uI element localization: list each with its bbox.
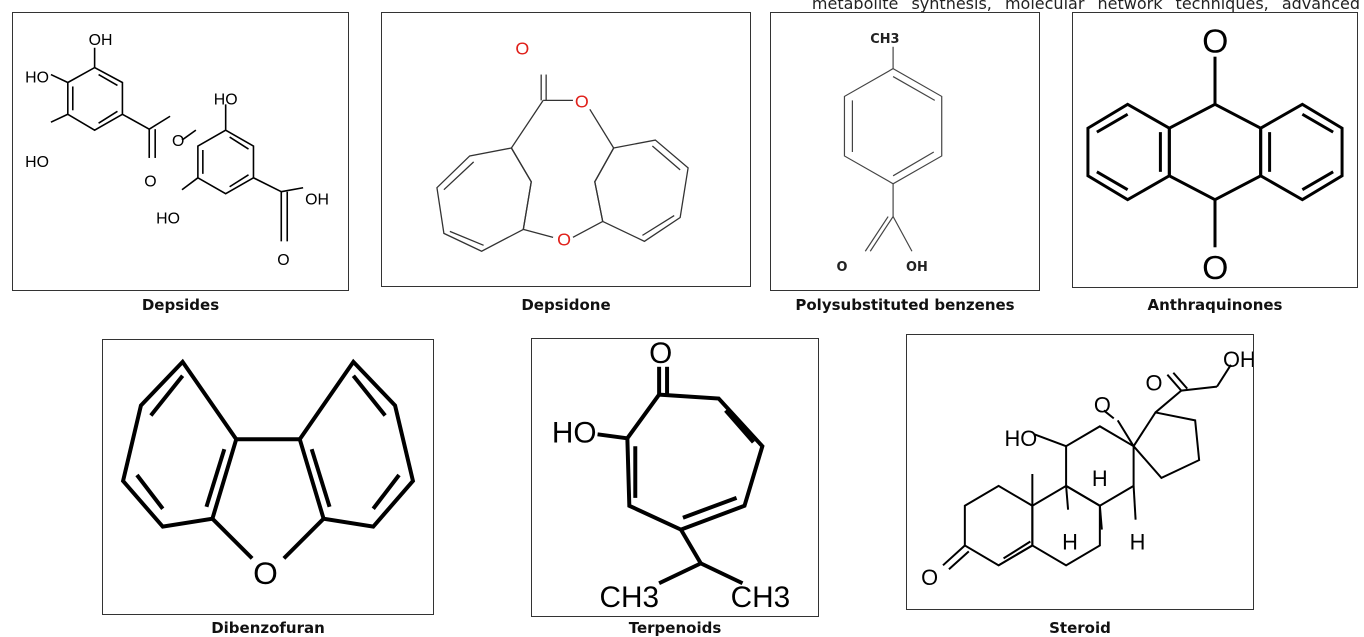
panel-polysubstituted-benzenes: CH3 O OH	[770, 12, 1040, 291]
anthraquinone-structure: O O	[1086, 23, 1344, 287]
atom-o-bottom: O	[1202, 249, 1228, 287]
atom-oh-top: OH	[89, 32, 113, 49]
atom-o-ring: O	[575, 91, 589, 111]
caption-dibenzofuran: Dibenzofuran	[211, 619, 325, 637]
panel-anthraquinones: O O	[1072, 12, 1358, 288]
atom-ho-bottom: HO	[156, 210, 180, 227]
atom-o-ether: O	[557, 229, 571, 249]
atom-o: O	[649, 339, 672, 370]
atom-oh: OH	[1223, 347, 1253, 372]
caption-depsidone: Depsidone	[521, 296, 611, 314]
atom-o-carbonyl: O	[515, 39, 529, 59]
atom-oh-acid: OH	[305, 192, 329, 209]
atom-o-aldehyde: O	[1094, 392, 1111, 417]
depsides-structure: OH HO HO HO O O HO OH O	[25, 32, 329, 269]
header-text: metabolite synthesis, molecular network …	[811, 0, 1360, 13]
atom-o: O	[837, 260, 848, 275]
depsidone-structure: O O O	[436, 39, 689, 252]
atom-h-3: H	[1130, 529, 1146, 554]
atom-ch3: CH3	[870, 32, 899, 47]
panel-dibenzofuran: O	[102, 339, 434, 615]
caption-anthraquinones: Anthraquinones	[1147, 296, 1283, 314]
atom-ho-2: HO	[25, 154, 49, 171]
atom-o-ketone: O	[1146, 371, 1163, 396]
atom-ch3-right: CH3	[731, 581, 791, 614]
atom-ho-1: HO	[25, 69, 49, 86]
dibenzofuran-structure: O	[120, 358, 416, 591]
atom-o-bridge: O	[172, 133, 184, 150]
panel-steroid: OH O O HO H H H O	[906, 334, 1254, 610]
caption-polysubstituted-benzenes: Polysubstituted benzenes	[795, 296, 1015, 314]
atom-o-acid: O	[277, 252, 289, 269]
caption-terpenoids: Terpenoids	[628, 619, 722, 637]
atom-ho: HO	[552, 416, 597, 449]
panel-depsidone: O O O	[381, 12, 751, 287]
atom-ho: HO	[1005, 426, 1038, 451]
panel-terpenoids: O HO CH3 CH3	[531, 338, 819, 617]
atom-oh: OH	[906, 260, 928, 275]
caption-depsides: Depsides	[141, 296, 220, 314]
atom-o-top: O	[1202, 23, 1228, 61]
caption-steroid: Steroid	[1049, 619, 1111, 637]
atom-h-1: H	[1092, 466, 1108, 491]
benzene-structure: CH3 O OH	[837, 32, 943, 275]
atom-h-2: H	[1062, 529, 1078, 554]
steroid-structure: OH O O HO H H H O	[921, 347, 1253, 590]
atom-o-carbonyl: O	[144, 174, 156, 191]
panel-depsides: OH HO HO HO O O HO OH O	[12, 12, 349, 291]
terpenoid-structure: O HO CH3 CH3	[552, 339, 791, 614]
atom-o-bottom: O	[921, 565, 938, 590]
atom-ch3-left: CH3	[600, 581, 660, 614]
atom-o: O	[253, 555, 278, 591]
atom-ho-right: HO	[214, 91, 238, 108]
